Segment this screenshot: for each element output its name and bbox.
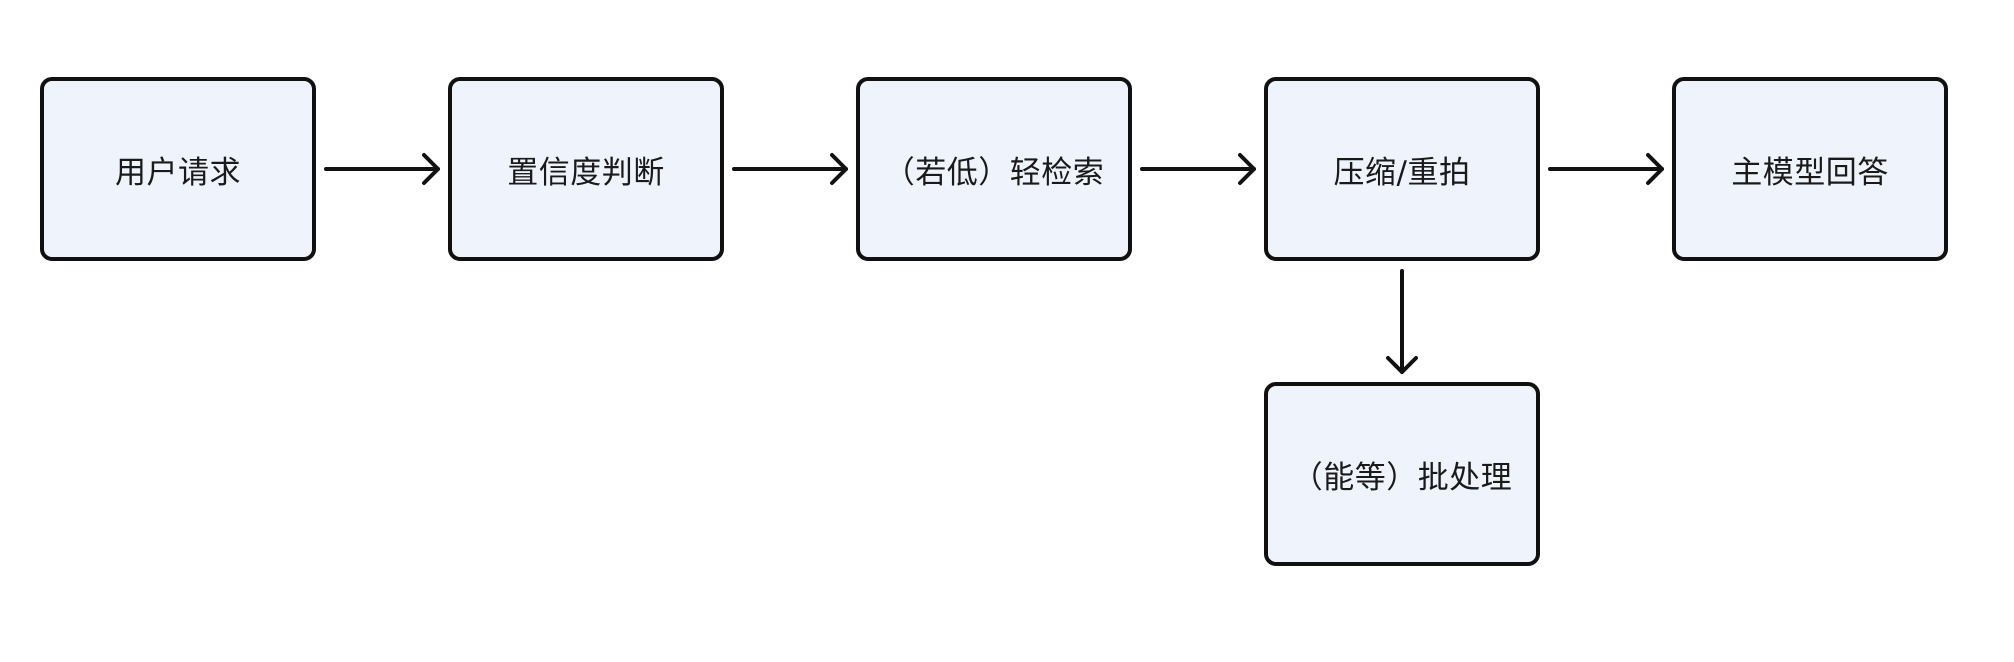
arrow-compress-to-batch xyxy=(1386,269,1418,374)
node-label: 用户请求 xyxy=(115,154,241,191)
arrow-compress-to-answer xyxy=(1548,153,1664,185)
node-label: 主模型回答 xyxy=(1731,154,1889,191)
node-label: 置信度判断 xyxy=(507,154,665,191)
arrow-confidence-to-retrieval xyxy=(732,153,848,185)
node-compress-rerank: 压缩/重拍 xyxy=(1264,77,1540,261)
node-batch-processing: （能等）批处理 xyxy=(1264,382,1540,566)
node-main-model-answer: 主模型回答 xyxy=(1672,77,1948,261)
node-label: 压缩/重拍 xyxy=(1333,154,1471,191)
arrow-retrieval-to-compress xyxy=(1140,153,1256,185)
node-light-retrieval: （若低）轻检索 xyxy=(856,77,1132,261)
node-label: （能等）批处理 xyxy=(1291,459,1513,496)
node-label: （若低）轻检索 xyxy=(883,154,1105,191)
arrow-request-to-confidence xyxy=(324,153,440,185)
node-confidence-check: 置信度判断 xyxy=(448,77,724,261)
node-user-request: 用户请求 xyxy=(40,77,316,261)
